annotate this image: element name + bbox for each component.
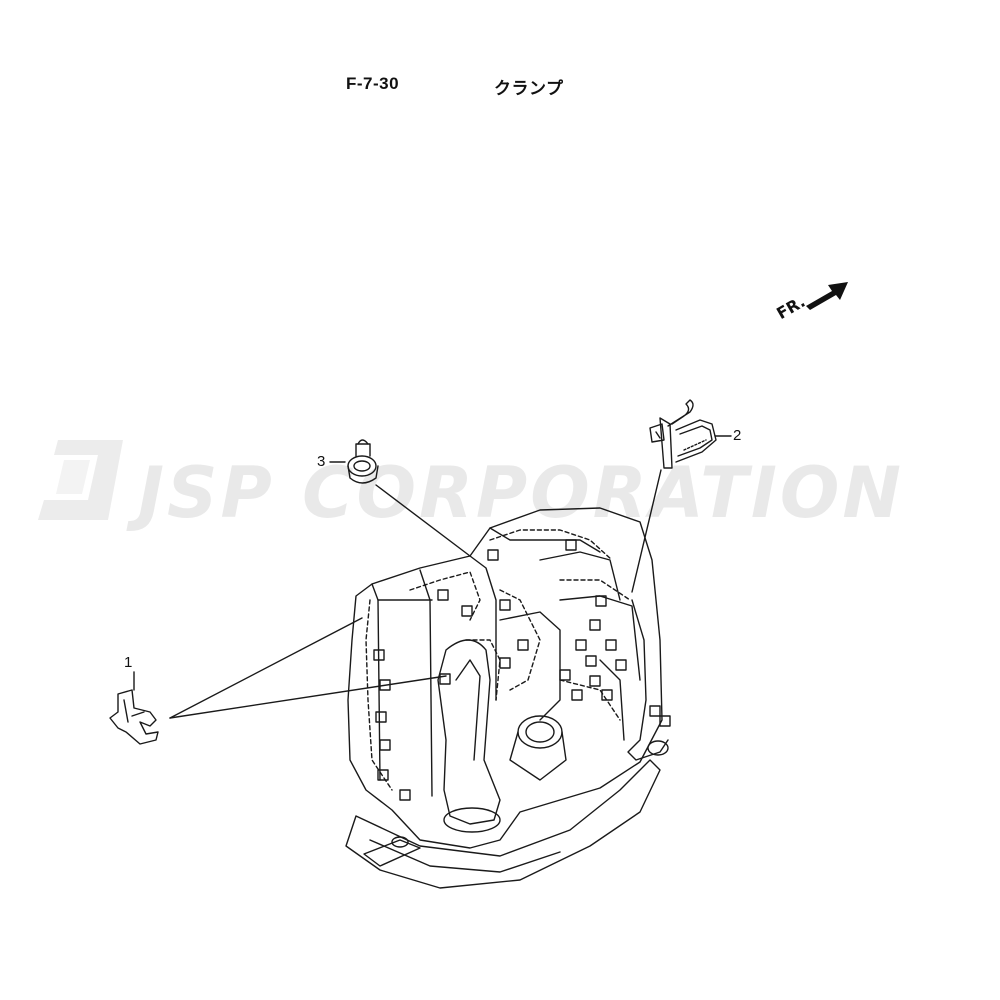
callout-part3: 3 bbox=[317, 453, 326, 470]
callout-part2: 2 bbox=[733, 427, 742, 444]
wiring-harness bbox=[365, 529, 631, 791]
leader-line-part1-a bbox=[169, 617, 363, 719]
watermark-logo-icon bbox=[38, 440, 123, 520]
part2-clamp-icon bbox=[649, 399, 717, 469]
part1-clamp-icon bbox=[109, 671, 159, 745]
diagram-title: クランプ bbox=[494, 79, 564, 99]
watermark: JSP CORPORATION bbox=[28, 430, 978, 540]
front-arrow-icon bbox=[806, 282, 848, 310]
leader-line-part3 bbox=[375, 484, 471, 557]
watermark-text: JSP CORPORATION bbox=[138, 452, 904, 534]
leader-line-part2 bbox=[631, 469, 662, 593]
connector-blocks bbox=[373, 539, 627, 801]
engine-body bbox=[345, 507, 671, 889]
callout-part1: 1 bbox=[124, 654, 133, 671]
front-direction-indicator: FR. bbox=[770, 268, 860, 338]
part3-clamp-icon bbox=[347, 439, 379, 484]
leader-line-part1-b bbox=[169, 675, 447, 719]
diagram-code: F-7-30 bbox=[346, 74, 400, 93]
